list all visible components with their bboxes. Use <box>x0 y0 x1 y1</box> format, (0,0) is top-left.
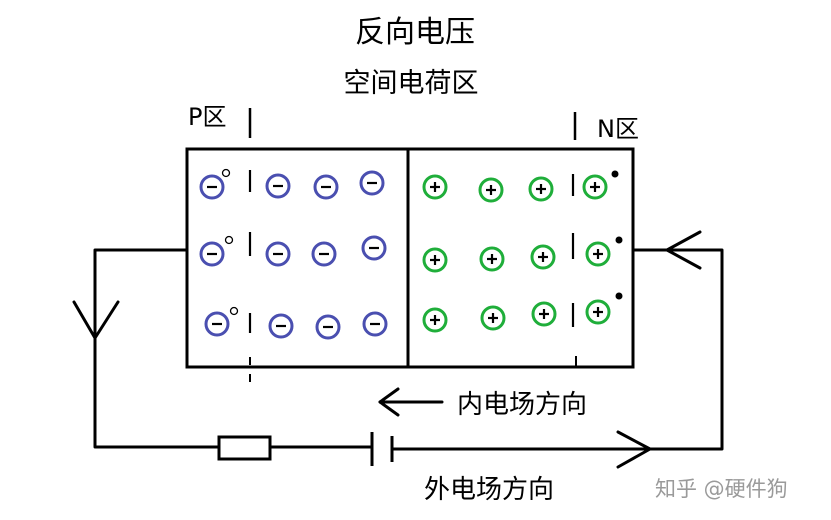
positive-ion-icon <box>422 174 448 200</box>
depletion-boundary-dashes <box>248 170 575 333</box>
negative-ion-icon <box>362 311 388 337</box>
negative-ion-icon <box>265 173 291 199</box>
internal-field-label: 内电场方向 <box>457 390 587 420</box>
external-field-label: 外电场方向 <box>424 475 554 505</box>
depletion-region-label: 空间电荷区 <box>344 68 479 99</box>
positive-ion-icon <box>478 177 504 203</box>
negative-ion-icon <box>204 311 230 337</box>
negative-ion-icon <box>315 314 341 340</box>
negative-ion-icon <box>199 174 225 200</box>
negative-ion-icon <box>268 313 294 339</box>
external-circuit <box>93 248 724 451</box>
positive-ion-icon <box>582 174 608 200</box>
p-region-label: P区 <box>188 103 226 131</box>
hole-icon <box>229 306 239 316</box>
negative-ion-icon <box>311 241 337 267</box>
diagram-title: 反向电压 <box>355 15 475 50</box>
pn-junction-box <box>185 147 635 369</box>
resistor <box>217 435 272 461</box>
hole-icon <box>221 168 231 178</box>
positive-ion-icon <box>530 244 556 270</box>
negative-ion-icon <box>313 174 339 200</box>
bottom-current-arrow-icon <box>616 430 652 469</box>
electron-icon <box>611 170 619 178</box>
watermark: 知乎 @硬件狗 <box>655 477 788 501</box>
positive-ion-icon <box>585 241 611 267</box>
positive-ion-icon <box>422 307 448 333</box>
positive-ion-icon <box>528 176 554 202</box>
hole-icon <box>224 235 234 245</box>
negative-ion-icon <box>265 241 291 267</box>
electron-icon <box>615 292 623 300</box>
positive-ion-icon <box>531 301 557 327</box>
left-current-arrow-icon <box>72 300 120 340</box>
n-region-label: N区 <box>597 115 639 143</box>
positive-ion-icon <box>479 246 505 272</box>
internal-field-arrow-icon <box>378 387 400 417</box>
negative-ion-icon <box>359 170 385 196</box>
positive-ion-icon <box>480 305 506 331</box>
electron-icon <box>615 236 623 244</box>
positive-ion-icon <box>422 247 448 273</box>
negative-ion-icon <box>199 241 225 267</box>
ions-layer <box>199 168 623 340</box>
right-current-arrow-icon <box>665 230 702 270</box>
negative-ion-icon <box>361 235 387 261</box>
positive-ion-icon <box>585 299 611 325</box>
